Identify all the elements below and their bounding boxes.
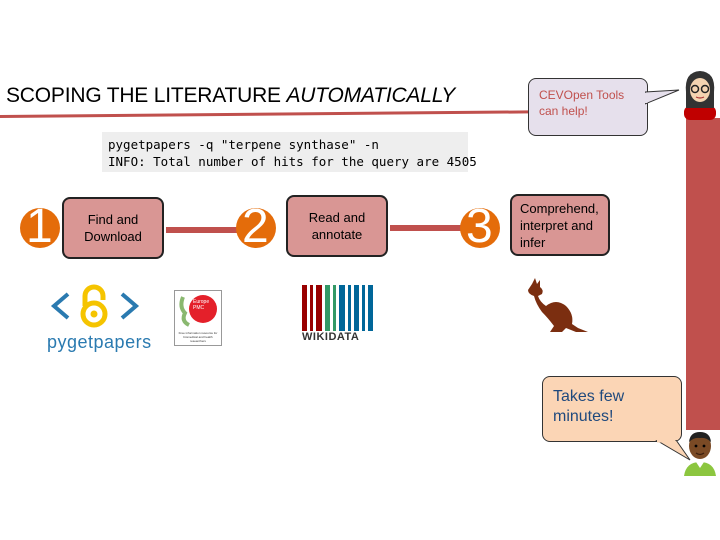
slide-title: SCOPING THE LITERATURE AUTOMATICALLY bbox=[6, 84, 456, 107]
wikidata-wordmark: WIKIDATA bbox=[302, 331, 360, 343]
arrow-1-to-2 bbox=[166, 227, 238, 233]
europepmc-caption: Free information resource for biomedical… bbox=[178, 331, 218, 343]
step-3-label-line-2: interpret and bbox=[520, 217, 593, 233]
callout-duration-tail bbox=[655, 440, 691, 461]
code-line-command: pygetpapers -q "terpene synthase" -n bbox=[108, 137, 379, 152]
code-line-info: INFO: Total number of hits for the query… bbox=[108, 154, 477, 169]
step-1-label-line-2: Download bbox=[84, 229, 142, 244]
man-avatar bbox=[684, 432, 716, 476]
callout-duration: Takes few minutes! bbox=[542, 376, 682, 442]
europepmc-logo: Europe PMC Free information resource for… bbox=[174, 290, 222, 346]
step-3-label-line-1: Comprehend, bbox=[520, 200, 599, 216]
title-underline bbox=[0, 110, 530, 118]
step-2-label-line-2: annotate bbox=[311, 227, 363, 242]
step-1-disc bbox=[20, 208, 60, 248]
arrow-2-to-3 bbox=[390, 225, 462, 231]
callout-duration-line-2: minutes! bbox=[553, 408, 614, 425]
europepmc-graphic-icon bbox=[179, 295, 217, 327]
step-2-box: Read and annotate bbox=[286, 195, 388, 257]
woman-avatar bbox=[684, 71, 716, 120]
step-1-label-line-1: Find and bbox=[87, 212, 139, 227]
callout-cevopen: CEVOpen Tools can help! bbox=[528, 78, 648, 136]
callout-cevopen-line-2: can help! bbox=[539, 104, 588, 118]
step-3-number: 3 bbox=[466, 200, 493, 253]
callout-duration-line-1: Takes few bbox=[553, 388, 625, 405]
step-2-disc bbox=[236, 208, 276, 248]
terminal-output: pygetpapers -q "terpene synthase" -n INFO… bbox=[102, 132, 477, 172]
step-3-label-line-3: infer bbox=[520, 234, 546, 250]
open-access-icon bbox=[50, 284, 140, 328]
callout-cevopen-tail bbox=[645, 89, 680, 105]
pygetpapers-wordmark: pygetpapers bbox=[47, 332, 152, 352]
vertical-accent-bar bbox=[686, 118, 720, 430]
callout-cevopen-line-1: CEVOpen Tools bbox=[539, 88, 625, 102]
kangaroo-icon bbox=[528, 278, 588, 332]
step-2-label-line-1: Read and bbox=[308, 210, 366, 225]
wikidata-barcode-icon bbox=[302, 285, 373, 331]
europepmc-text-2: PMC bbox=[193, 305, 205, 311]
step-3-disc bbox=[460, 208, 500, 248]
step-2-number: 2 bbox=[242, 200, 269, 253]
step-1-number: 1 bbox=[26, 200, 53, 253]
europepmc-text-1: Europe bbox=[193, 299, 210, 305]
